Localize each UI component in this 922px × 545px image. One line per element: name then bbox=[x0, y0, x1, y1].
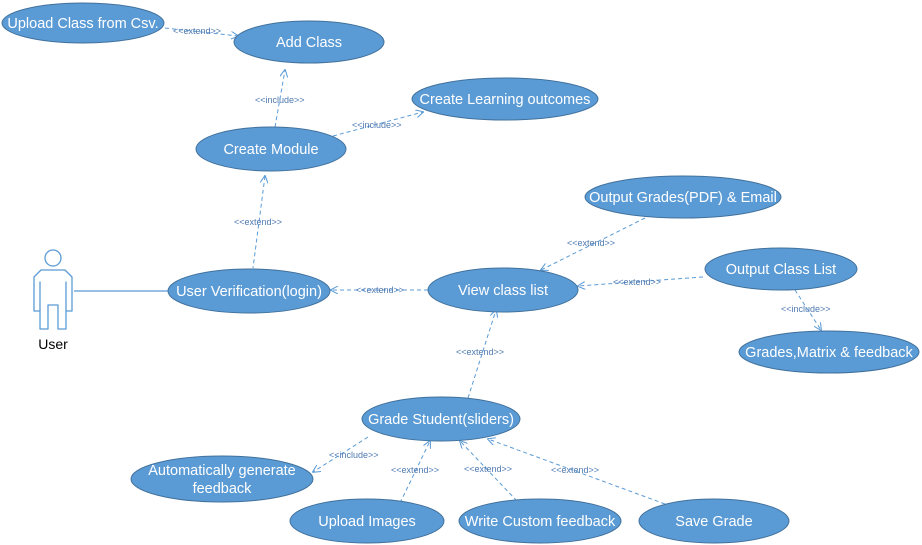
use-case-label: View class list bbox=[458, 283, 548, 299]
relation-label: <<extend>> bbox=[356, 285, 404, 295]
relation-label: <<extend>> bbox=[613, 277, 661, 287]
relation-label: <<extend>> bbox=[173, 26, 221, 36]
relation-save-grade-to-grade-student: <<extend>> bbox=[488, 439, 666, 505]
use-case-label: Output Grades(PDF) & Email bbox=[589, 190, 777, 206]
use-case-label: Grade Student(sliders) bbox=[368, 412, 514, 428]
use-case-label: Create Module bbox=[223, 142, 318, 158]
use-case-ellipse[interactable] bbox=[1, 2, 165, 44]
use-case-write-custom-feedback[interactable]: Write Custom feedback bbox=[458, 498, 622, 544]
use-case-label: Upload Images bbox=[318, 514, 416, 530]
use-case-ellipse[interactable] bbox=[130, 455, 314, 503]
use-case-save-grade[interactable]: Save Grade bbox=[638, 498, 790, 544]
use-case-label: Grades,Matrix & feedback bbox=[745, 345, 913, 361]
use-case-label: Automatically generate bbox=[148, 463, 296, 479]
use-case-view-class-list[interactable]: View class list bbox=[427, 267, 579, 313]
relation-create-module-to-add-class: <<include>> bbox=[255, 70, 305, 128]
use-case-ellipse[interactable] bbox=[233, 20, 385, 64]
use-case-ellipse[interactable] bbox=[361, 396, 521, 442]
use-case-ellipse[interactable] bbox=[411, 77, 599, 121]
use-case-automatically-generate-feedback[interactable]: Automatically generate feedback bbox=[130, 455, 314, 503]
actor-label: User bbox=[38, 336, 68, 352]
relation-label: <<extend>> bbox=[391, 465, 439, 475]
relation-label: <<extend>> bbox=[234, 217, 282, 227]
actor-head bbox=[44, 249, 62, 267]
relation-label: <<extend>> bbox=[567, 238, 615, 248]
actor-body bbox=[33, 269, 73, 330]
relation-label: <<include>> bbox=[329, 450, 379, 460]
use-case-output-class-list[interactable]: Output Class List bbox=[704, 247, 858, 291]
use-case-user-verification-login[interactable]: User Verification(login) bbox=[167, 268, 331, 314]
use-case-label: Upload Class from Csv. bbox=[7, 16, 158, 32]
relation-output-class-list-to-grades-matrix: <<include>> bbox=[781, 289, 831, 330]
relation-write-feedback-to-grade-student: <<extend>> bbox=[460, 441, 518, 502]
use-case-label: Output Class List bbox=[726, 262, 836, 278]
use-case-ellipse[interactable] bbox=[427, 267, 579, 313]
use-case-ellipse[interactable] bbox=[195, 126, 347, 172]
use-case-create-learning-outcomes[interactable]: Create Learning outcomes bbox=[411, 77, 599, 121]
use-case-label: User Verification(login) bbox=[176, 284, 322, 300]
use-case-create-module[interactable]: Create Module bbox=[195, 126, 347, 172]
relation-label: <<extend>> bbox=[551, 465, 599, 475]
use-case-label: feedback bbox=[193, 481, 253, 497]
relation-output-grades-to-view-class-list: <<extend>> bbox=[541, 217, 646, 270]
use-case-output-grades-pdf-email[interactable]: Output Grades(PDF) & Email bbox=[584, 175, 782, 219]
relation-label: <<include>> bbox=[352, 120, 402, 130]
relation-output-class-list-to-view-class-list: <<extend>> bbox=[578, 276, 704, 287]
use-case-ellipse[interactable] bbox=[289, 498, 445, 544]
use-case-ellipse[interactable] bbox=[638, 498, 790, 544]
use-case-ellipse[interactable] bbox=[167, 268, 331, 314]
use-case-label: Save Grade bbox=[675, 514, 752, 530]
use-case-add-class[interactable]: Add Class bbox=[233, 20, 385, 64]
use-case-upload-class-from-csv[interactable]: Upload Class from Csv. bbox=[1, 2, 165, 44]
relation-upload-class-csv-to-add-class: <<extend>> bbox=[164, 26, 238, 36]
use-case-ellipse[interactable] bbox=[458, 498, 622, 544]
relations-layer: <<extend>> <<include>> <<include>> <<ext… bbox=[74, 26, 831, 505]
relation-label: <<include>> bbox=[781, 304, 831, 314]
use-case-grades-matrix-feedback[interactable]: Grades,Matrix & feedback bbox=[738, 330, 920, 374]
relation-grade-student-to-view-class-list: <<extend>> bbox=[456, 310, 504, 399]
relation-grade-student-to-auto-feedback: <<include>> bbox=[313, 436, 379, 472]
use-case-label: Add Class bbox=[276, 35, 342, 51]
use-case-label: Create Learning outcomes bbox=[420, 92, 591, 108]
relation-view-class-list-to-user-verification: <<extend>> bbox=[331, 285, 428, 295]
use-case-grade-student-sliders[interactable]: Grade Student(sliders) bbox=[361, 396, 521, 442]
use-case-ellipse[interactable] bbox=[704, 247, 858, 291]
relation-user-verification-to-create-module: <<extend>> bbox=[234, 176, 282, 269]
relation-label: <<include>> bbox=[255, 95, 305, 105]
relation-create-module-to-learning-outcomes: <<include>> bbox=[332, 112, 423, 137]
relation-label: <<extend>> bbox=[456, 347, 504, 357]
relation-upload-images-to-grade-student: <<extend>> bbox=[391, 441, 439, 504]
actor-user: User bbox=[33, 249, 73, 352]
relation-label: <<extend>> bbox=[464, 464, 512, 474]
use-case-label: Write Custom feedback bbox=[465, 514, 616, 530]
use-case-ellipse[interactable] bbox=[738, 330, 920, 374]
use-case-ellipse[interactable] bbox=[584, 175, 782, 219]
use-case-upload-images[interactable]: Upload Images bbox=[289, 498, 445, 544]
